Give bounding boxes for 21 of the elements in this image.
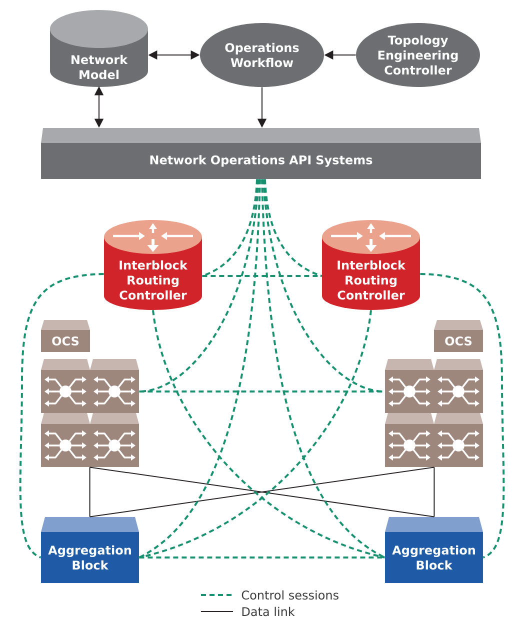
- ocs-box: OCS: [434, 320, 483, 352]
- controller-cylinder: Interblock Routing Controller: [104, 220, 202, 310]
- dashed-line: [261, 179, 386, 558]
- legend-text: Data link: [242, 606, 295, 616]
- dashed-line: [138, 179, 261, 558]
- legend-text: Control sessions: [242, 590, 338, 600]
- dashed-line: [202, 275, 322, 277]
- block-box: Aggregation Block: [385, 517, 483, 583]
- block-box: Aggregation Block: [41, 517, 139, 583]
- crossed-lines: [89, 466, 435, 518]
- system-band: Network Operations API Systems: [41, 128, 481, 179]
- dashed-line: [139, 556, 385, 558]
- dashed-line: [19, 273, 104, 558]
- dashed-line: [139, 390, 385, 392]
- connector-line: [89, 466, 90, 518]
- dashed-line: [420, 273, 505, 558]
- connector-line: [434, 466, 435, 518]
- dashed-line: [264, 179, 322, 277]
- database-cylinder: Network Model: [50, 10, 148, 87]
- controller-cylinder: Interblock Routing Controller: [322, 220, 420, 310]
- ocs-box: OCS: [41, 320, 90, 352]
